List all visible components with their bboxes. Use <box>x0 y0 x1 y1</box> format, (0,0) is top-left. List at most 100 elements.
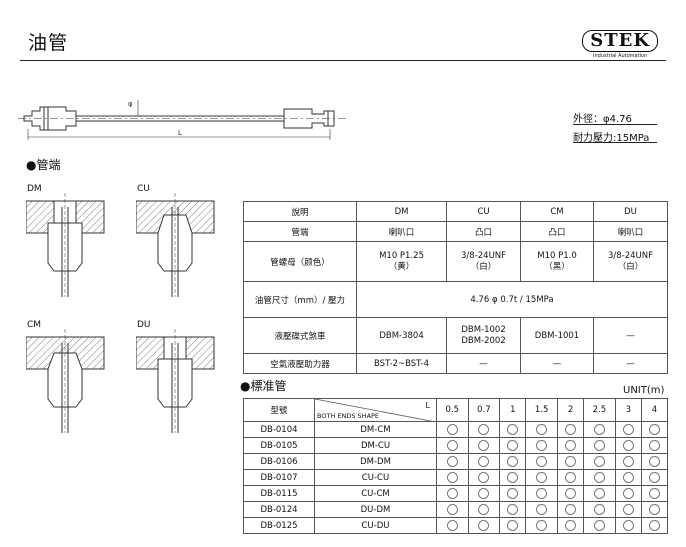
table-cell: — <box>446 353 522 374</box>
circle-icon <box>536 520 548 531</box>
table-cell: — <box>593 353 668 374</box>
availability-cell <box>614 469 642 486</box>
length-column: 0.5 <box>436 398 469 422</box>
circle-icon <box>593 488 605 499</box>
availability-cell <box>640 437 669 454</box>
circle-icon <box>507 456 519 467</box>
hose-drawing: φ L <box>18 100 348 140</box>
availability-cell <box>583 421 616 438</box>
circle-icon <box>648 424 660 435</box>
shape-cell: DM-DM <box>314 453 437 470</box>
circle-icon <box>648 440 660 451</box>
availability-cell <box>556 437 585 454</box>
model-cell: DB-0105 <box>243 437 315 454</box>
availability-cell <box>499 437 527 454</box>
availability-cell <box>614 501 642 518</box>
length-column: 1 <box>499 398 527 422</box>
circle-icon <box>622 504 634 515</box>
shape-cell: DM-CU <box>314 437 437 454</box>
availability-cell <box>436 453 469 470</box>
availability-cell <box>499 469 527 486</box>
table-header: CM <box>520 201 594 222</box>
circle-icon <box>536 472 548 483</box>
circle-icon <box>622 472 634 483</box>
availability-cell <box>583 501 616 518</box>
spec-underline <box>573 124 657 125</box>
shape-cell: DU-DM <box>314 501 437 518</box>
availability-cell <box>436 421 469 438</box>
circle-icon <box>622 488 634 499</box>
circle-icon <box>536 424 548 435</box>
availability-cell <box>583 469 616 486</box>
end-label-cu: CU <box>137 184 150 194</box>
table-cell: DBM-3804 <box>355 317 448 354</box>
length-column: 0.7 <box>467 398 501 422</box>
table-row: DB-0125 CU-DU <box>243 517 669 534</box>
table-cell: M10 P1.0 （黑） <box>520 241 594 282</box>
circle-icon <box>478 472 490 483</box>
availability-cell <box>583 517 616 534</box>
table-row: 油管尺寸（mm）/ 壓力 4.76 φ 0.7t / 15MPa <box>243 281 668 318</box>
table-cell: BST-2~BST-4 <box>355 353 448 374</box>
table-row: 說明 DM CU CM DU <box>243 201 668 222</box>
circle-icon <box>593 520 605 531</box>
availability-cell <box>525 437 558 454</box>
availability-cell <box>640 517 669 534</box>
table-cell: DBM-1002 DBM-2002 <box>446 317 522 354</box>
row-label: 管端 <box>243 221 357 242</box>
table-cell: — <box>520 353 594 374</box>
availability-cell <box>499 517 527 534</box>
shape-cell: CU-CM <box>314 485 437 502</box>
circle-icon <box>648 472 660 483</box>
spec-table: 說明 DM CU CM DU 管端 喇叭口 凸口 凸口 喇叭口 管螺母（颜色） … <box>243 201 668 374</box>
circle-icon <box>478 424 490 435</box>
circle-icon <box>622 440 634 451</box>
circle-icon <box>507 424 519 435</box>
header-rule <box>20 60 666 61</box>
availability-cell <box>556 517 585 534</box>
fitting-drawing-du <box>136 329 215 433</box>
circle-icon <box>565 440 577 451</box>
length-column: 3 <box>614 398 642 422</box>
outer-diameter-spec: 外徑：φ4.76 <box>573 114 632 125</box>
model-cell: DB-0124 <box>243 501 315 518</box>
length-label: L <box>178 129 182 137</box>
circle-icon <box>593 504 605 515</box>
table-row: DB-0105 DM-CU <box>243 437 669 454</box>
model-header: 型號 <box>243 398 315 422</box>
length-column: 4 <box>640 398 669 422</box>
availability-cell <box>640 469 669 486</box>
model-cell: DB-0104 <box>243 421 315 438</box>
table-row: 液壓碟式煞車 DBM-3804 DBM-1002 DBM-2002 DBM-10… <box>243 317 668 354</box>
table-cell: 3/8-24UNF （白） <box>446 241 522 282</box>
circle-icon <box>446 520 458 531</box>
fitting-drawing-dm <box>26 193 105 297</box>
circle-icon <box>446 488 458 499</box>
phi-label: φ <box>128 100 133 108</box>
circle-icon <box>565 520 577 531</box>
circle-icon <box>648 504 660 515</box>
availability-cell <box>614 437 642 454</box>
circle-icon <box>593 424 605 435</box>
availability-cell <box>556 469 585 486</box>
availability-cell <box>467 469 501 486</box>
shape-header: BOTH ENDS SHAPE <box>317 412 380 420</box>
circle-icon <box>622 456 634 467</box>
availability-cell <box>436 437 469 454</box>
availability-cell <box>583 453 616 470</box>
availability-cell <box>436 485 469 502</box>
length-column: 1.5 <box>525 398 558 422</box>
availability-cell <box>525 485 558 502</box>
circle-icon <box>478 504 490 515</box>
circle-icon <box>565 504 577 515</box>
model-cell: DB-0107 <box>243 469 315 486</box>
circle-icon <box>507 504 519 515</box>
availability-cell <box>467 485 501 502</box>
circle-icon <box>565 472 577 483</box>
circle-icon <box>446 472 458 483</box>
end-label-dm: DM <box>27 184 42 194</box>
circle-icon <box>593 440 605 451</box>
row-label: 管螺母（颜色） <box>243 241 357 282</box>
availability-cell <box>467 501 501 518</box>
fitting-drawing-cu <box>136 193 215 297</box>
